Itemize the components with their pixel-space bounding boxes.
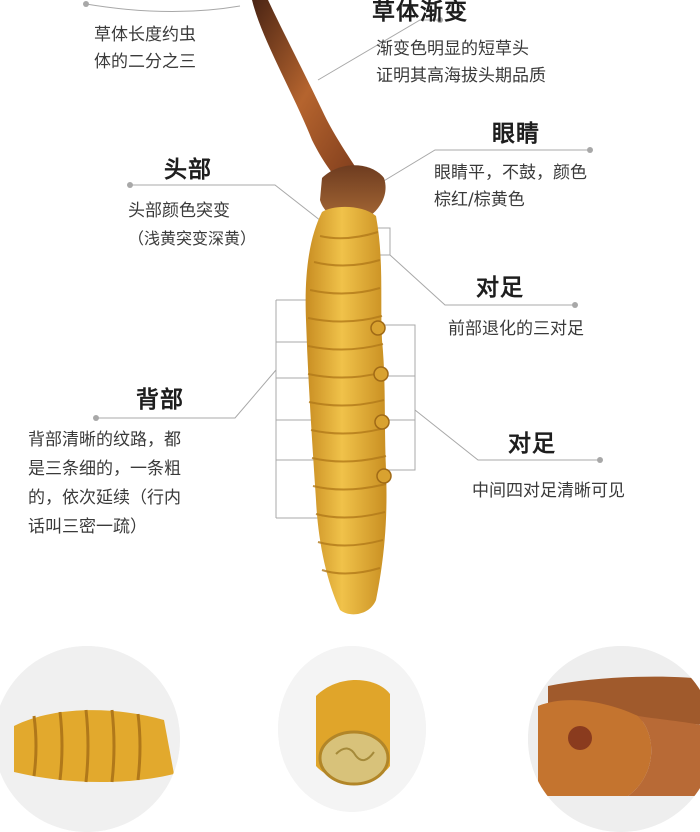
label-back-title: 背部: [136, 387, 184, 413]
label-text: 头部颜色突变: [128, 201, 230, 221]
label-text: 前部退化的三对足: [448, 319, 584, 339]
closeup-cross-section-image: [278, 646, 426, 812]
label-front-feet: 前部退化的三对足: [448, 316, 584, 343]
label-head-title: 头部: [164, 157, 212, 183]
label-text: 是三条细的，一条粗: [28, 459, 181, 479]
leader-lines: [83, 1, 603, 519]
label-text: 背部清晰的纹路，都: [28, 430, 181, 450]
label-eyes: 眼睛平，不鼓，颜色 棕红/棕黄色: [434, 160, 587, 214]
cordyceps-illustration: [252, 0, 392, 615]
label-text: 棕红/棕黄色: [434, 190, 525, 210]
label-eyes-title: 眼睛: [492, 121, 540, 147]
label-text: 草体长度约虫: [94, 25, 196, 45]
label-text: 话叫三密一疏）: [28, 517, 147, 537]
label-text: 的，依次延续（行内: [28, 488, 181, 508]
label-middle-feet-title: 对足: [508, 431, 556, 457]
label-text: 眼睛平，不鼓，颜色: [434, 163, 587, 183]
label-text: 证明其高海拔头期品质: [376, 66, 546, 86]
closeup-body-photo: [0, 646, 180, 832]
stalk: [252, 0, 362, 184]
closeup-body-image: [0, 646, 180, 832]
label-middle-feet: 中间四对足清晰可见: [472, 478, 625, 505]
worm-body: [305, 206, 387, 615]
label-back: 背部清晰的纹路，都 是三条细的，一条粗 的，依次延续（行内 话叫三密一疏）: [28, 426, 181, 542]
closeup-cross-section-photo: [278, 646, 426, 812]
label-grass-length: 草体长度约虫 体的二分之三: [94, 22, 196, 76]
label-head: 头部颜色突变 （浅黄突变深黄）: [128, 198, 256, 252]
label-front-feet-title: 对足: [476, 275, 524, 301]
closeup-head-photo: [528, 646, 700, 832]
label-grass-gradient: 渐变色明显的短草头 证明其高海拔头期品质: [376, 36, 546, 90]
label-text: 体的二分之三: [94, 52, 196, 72]
label-text: 渐变色明显的短草头: [376, 39, 529, 59]
label-text: 中间四对足清晰可见: [472, 481, 625, 501]
label-text: （浅黄突变深黄）: [128, 229, 257, 248]
label-grass-gradient-title: 草体渐变: [372, 0, 468, 25]
closeup-head-image: [528, 646, 700, 832]
